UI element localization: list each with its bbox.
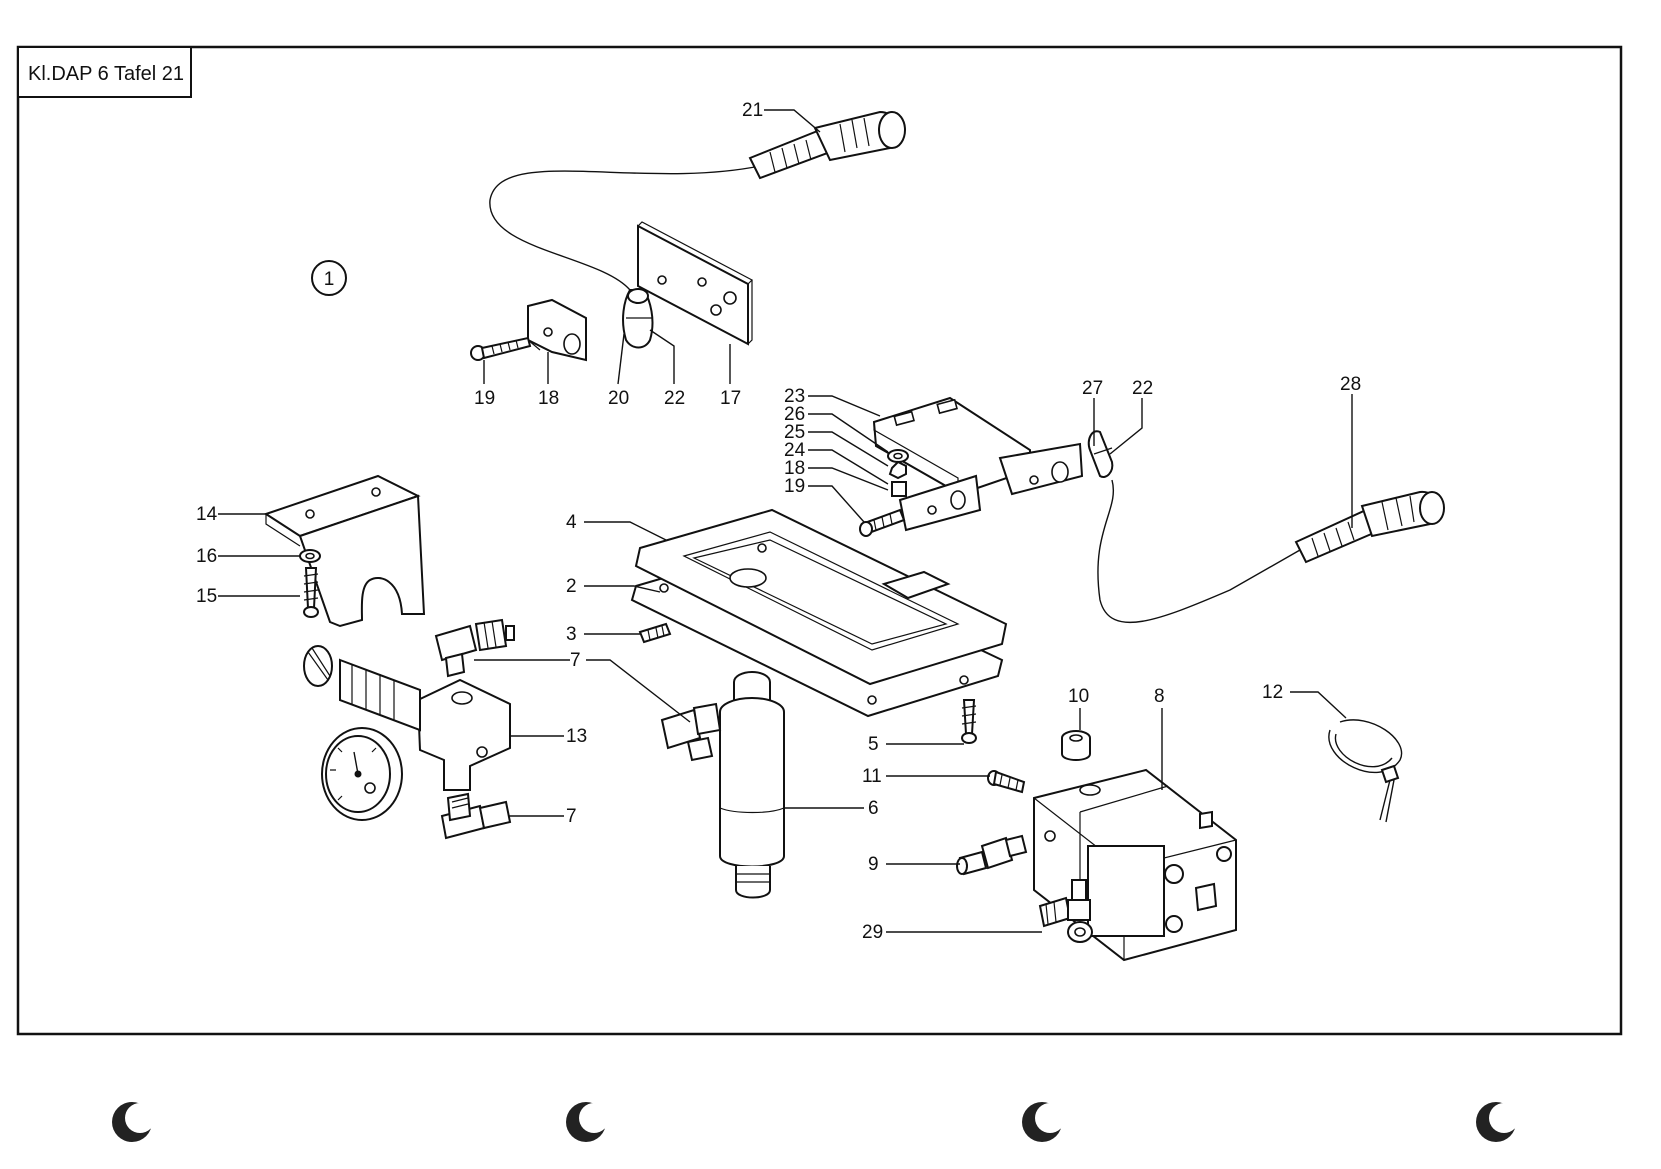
label-6: 6 xyxy=(868,798,879,819)
pressure-gauge xyxy=(322,728,402,820)
washer-26 xyxy=(888,450,908,462)
solenoid-valve-8 xyxy=(1034,770,1236,960)
elbow-fitting-7-middle xyxy=(662,704,720,760)
label-10: 10 xyxy=(1068,686,1089,707)
elbow-fitting-7-upper xyxy=(436,620,514,676)
label-19-right: 19 xyxy=(784,476,805,497)
wood-screw-15 xyxy=(304,568,318,617)
binder-hole-2 xyxy=(566,1102,609,1142)
plate-title: Kl.DAP 6 Tafel 21 xyxy=(28,63,184,85)
mounting-plate-17 xyxy=(638,222,752,344)
bracket-23 xyxy=(874,398,1082,530)
label-22-right: 22 xyxy=(1132,378,1153,399)
label-4: 4 xyxy=(566,512,577,533)
label-27: 27 xyxy=(1082,378,1103,399)
lock-washer-25 xyxy=(890,462,906,478)
binder-hole-4 xyxy=(1476,1102,1519,1142)
filter-cylinder-6 xyxy=(720,672,784,898)
label-7-upper: 7 xyxy=(570,650,581,671)
screw-19 xyxy=(471,338,530,360)
elbow-fitting-7-lower xyxy=(442,794,510,838)
label-29: 29 xyxy=(862,922,883,943)
label-11: 11 xyxy=(862,766,882,787)
label-19-top: 19 xyxy=(474,388,495,409)
cable-assembly-28 xyxy=(1089,431,1444,622)
washer-16 xyxy=(300,550,320,562)
label-21: 21 xyxy=(742,100,763,121)
label-9: 9 xyxy=(868,854,879,875)
label-18-top: 18 xyxy=(538,388,559,409)
label-16: 16 xyxy=(196,546,217,567)
plug-screw-10 xyxy=(1062,731,1090,760)
label-2: 2 xyxy=(566,576,577,597)
set-screw-3 xyxy=(640,624,670,642)
screw-19-bracket xyxy=(860,510,904,536)
label-13: 13 xyxy=(566,726,587,747)
label-12: 12 xyxy=(1262,682,1283,703)
label-7-lower: 7 xyxy=(566,806,577,827)
screw-11 xyxy=(988,771,1024,792)
binder-hole-1 xyxy=(112,1102,155,1142)
label-22-top: 22 xyxy=(664,388,685,409)
push-fitting-9 xyxy=(957,836,1026,874)
binder-holes xyxy=(112,1102,1519,1142)
wood-screw-5 xyxy=(962,700,976,743)
label-5: 5 xyxy=(868,734,879,755)
label-15: 15 xyxy=(196,586,217,607)
label-17: 17 xyxy=(720,388,741,409)
angle-bracket-18 xyxy=(528,300,586,360)
binder-hole-3 xyxy=(1022,1102,1065,1142)
group-number: 1 xyxy=(324,269,335,290)
label-20: 20 xyxy=(608,388,629,409)
cable-clamp-20 xyxy=(623,289,652,348)
nut-24 xyxy=(892,482,906,496)
label-3: 3 xyxy=(566,624,577,645)
label-14: 14 xyxy=(196,504,218,525)
support-bracket-14 xyxy=(266,476,424,626)
label-28: 28 xyxy=(1340,374,1361,395)
cable-tie-12 xyxy=(1329,720,1402,822)
label-8: 8 xyxy=(1154,686,1165,707)
